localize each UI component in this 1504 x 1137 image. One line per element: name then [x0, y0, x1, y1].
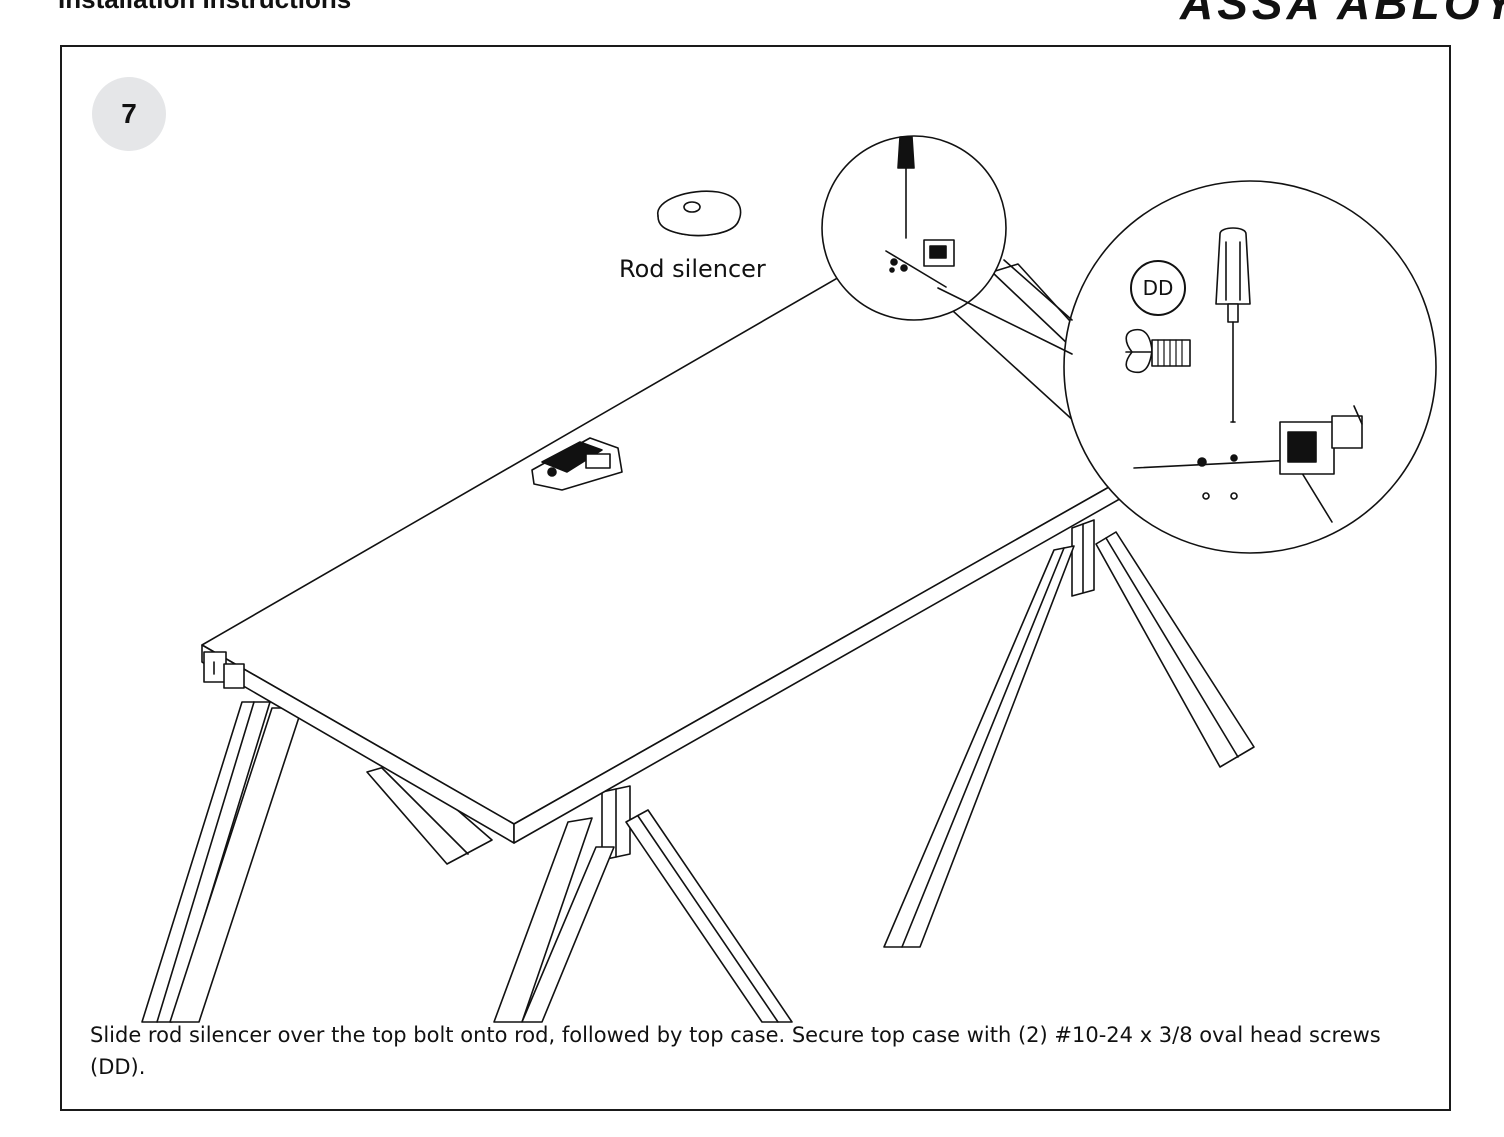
- rod-silencer-part: [657, 190, 742, 237]
- table-legs: [141, 263, 1255, 1023]
- center-mechanism: [531, 437, 623, 491]
- rod-silencer-label: Rod silencer: [619, 255, 766, 283]
- brand-logo: ASSA ABLOY: [1180, 0, 1504, 29]
- step-number-badge: 7: [92, 77, 166, 151]
- step-instruction: Slide rod silencer over the top bolt ont…: [90, 1023, 1381, 1079]
- table-top: [201, 249, 1133, 844]
- detail-circle-large: [1063, 180, 1437, 554]
- part-code-dd-label: DD: [1130, 260, 1186, 316]
- detail-circle-small: [821, 135, 1007, 321]
- step-panel: 7: [60, 45, 1451, 1111]
- detail-leader-lines: [937, 259, 1073, 355]
- document-title: Installation Instructions: [58, 0, 351, 15]
- installation-illustration: [141, 135, 1437, 1023]
